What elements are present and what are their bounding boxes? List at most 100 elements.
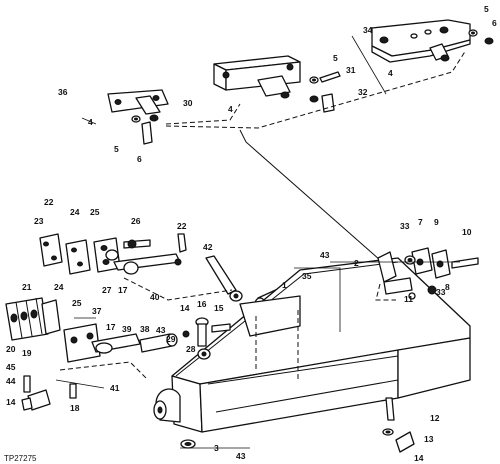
callout-36: 36 bbox=[58, 87, 68, 97]
callout-3: 3 bbox=[214, 443, 219, 453]
bolt-18 bbox=[69, 383, 77, 399]
bracket-36 bbox=[81, 117, 97, 125]
guide-line-diagonal bbox=[239, 129, 381, 261]
callout-37: 37 bbox=[92, 306, 102, 316]
bolt-10 bbox=[451, 257, 479, 269]
callout-25-bottom: 25 bbox=[72, 298, 82, 308]
rod-42 bbox=[205, 255, 243, 302]
callout-39: 39 bbox=[122, 324, 132, 334]
callout-33-bottom: 33 bbox=[436, 287, 446, 297]
pin-14-left bbox=[21, 397, 33, 411]
callout-10: 10 bbox=[462, 227, 472, 237]
washer-6-mid bbox=[309, 95, 319, 103]
clamp-9 bbox=[431, 249, 451, 279]
callout-38: 38 bbox=[140, 324, 150, 334]
fitting-22 bbox=[177, 233, 187, 253]
callout-14-mid: 14 bbox=[180, 303, 190, 313]
callout-12: 12 bbox=[430, 413, 440, 423]
nut-8 bbox=[427, 285, 437, 295]
callout-21: 21 bbox=[22, 282, 32, 292]
callout-9: 9 bbox=[434, 217, 439, 227]
callout-30: 30 bbox=[183, 98, 193, 108]
washer-5-left bbox=[131, 115, 141, 123]
callout-24-bottom: 24 bbox=[54, 282, 64, 292]
rod-40 bbox=[113, 253, 182, 275]
callout-40: 40 bbox=[150, 292, 160, 302]
bracket-25 bbox=[93, 237, 121, 273]
callout-44: 44 bbox=[6, 376, 16, 386]
plate-36 bbox=[107, 89, 169, 122]
callout-5-mid: 5 bbox=[333, 53, 338, 63]
callout-25-top: 25 bbox=[90, 207, 100, 217]
callout-23: 23 bbox=[34, 216, 44, 226]
callout-28: 28 bbox=[186, 344, 196, 354]
callout-5-top: 5 bbox=[484, 4, 489, 14]
callout-15: 15 bbox=[214, 303, 224, 313]
bolt-15 bbox=[211, 323, 231, 333]
figure-reference: TP27275 bbox=[4, 454, 37, 463]
callout-18: 18 bbox=[70, 403, 80, 413]
callout-2: 2 bbox=[354, 258, 359, 268]
bolt-12 bbox=[385, 397, 395, 421]
bolt-26 bbox=[123, 239, 151, 249]
washer-5-top bbox=[468, 29, 478, 37]
callout-43-bottom: 43 bbox=[236, 451, 246, 461]
bolt-6-top bbox=[484, 37, 494, 45]
assembly-line-41 bbox=[59, 361, 147, 379]
callout-33-top: 33 bbox=[400, 221, 410, 231]
nut-28 bbox=[197, 348, 211, 360]
callout-16: 16 bbox=[197, 299, 207, 309]
callout-41: 41 bbox=[110, 383, 120, 393]
callout-4-top: 4 bbox=[388, 68, 393, 78]
callout-45: 45 bbox=[6, 362, 16, 372]
callout-14-left: 14 bbox=[6, 397, 16, 407]
bracket-41-leader bbox=[55, 379, 105, 389]
callout-35: 35 bbox=[302, 271, 312, 281]
callout-43-mid: 43 bbox=[156, 325, 166, 335]
washer-13 bbox=[382, 428, 394, 436]
block-21 bbox=[5, 297, 49, 341]
callout-6-left: 6 bbox=[137, 154, 142, 164]
callout-4-left: 4 bbox=[88, 117, 93, 127]
assembly-line-36 bbox=[165, 103, 241, 125]
washer-5-mid bbox=[309, 76, 319, 84]
callout-42: 42 bbox=[203, 242, 213, 252]
callout-11: 11 bbox=[404, 294, 413, 304]
callout-8: 8 bbox=[445, 282, 450, 292]
assembly-line-clamp bbox=[375, 283, 396, 301]
callout-13: 13 bbox=[424, 434, 434, 444]
bracket-34-leader bbox=[351, 35, 387, 95]
callout-17-bottom: 17 bbox=[106, 322, 116, 332]
washer-29 bbox=[182, 330, 190, 338]
callout-26: 26 bbox=[131, 216, 141, 226]
callout-34: 34 bbox=[363, 25, 373, 35]
callout-27: 27 bbox=[102, 285, 112, 295]
callout-4-mid: 4 bbox=[228, 104, 233, 114]
callout-29: 29 bbox=[166, 334, 176, 344]
block-30 bbox=[213, 55, 301, 99]
bracket-34 bbox=[371, 19, 471, 63]
callout-32: 32 bbox=[358, 87, 368, 97]
plate-24 bbox=[65, 239, 91, 275]
washer-33 bbox=[404, 255, 416, 265]
plate-24-lower bbox=[41, 299, 61, 335]
callout-6-top: 6 bbox=[492, 18, 497, 28]
callout-31: 31 bbox=[346, 65, 356, 75]
assembly-line-40 bbox=[123, 277, 233, 301]
callout-43-top: 43 bbox=[320, 250, 330, 260]
bolt-32 bbox=[321, 93, 335, 113]
callout-22-left: 22 bbox=[44, 197, 54, 207]
callout-7: 7 bbox=[418, 217, 423, 227]
callout-1: 1 bbox=[282, 280, 287, 290]
bolt-6-left bbox=[141, 121, 153, 145]
callout-24-top: 24 bbox=[70, 207, 80, 217]
callout-22-right: 22 bbox=[177, 221, 187, 231]
pin-14-right bbox=[395, 431, 415, 453]
bolt-16 bbox=[195, 317, 209, 347]
washer-3 bbox=[180, 439, 196, 449]
bracket-25-lower bbox=[63, 323, 101, 363]
nut-11 bbox=[408, 292, 416, 300]
callout-5-left: 5 bbox=[114, 144, 119, 154]
